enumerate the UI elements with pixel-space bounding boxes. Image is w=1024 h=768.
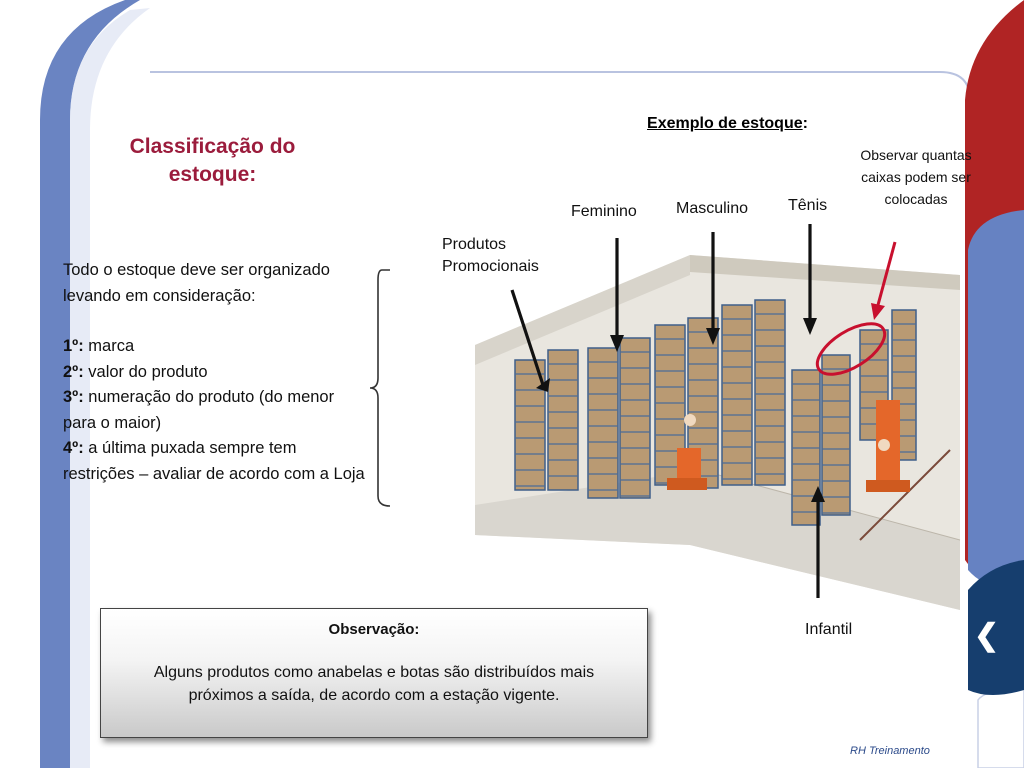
label-tenis: Tênis (788, 197, 828, 214)
criteria-item-2: 2º: valor do produto (63, 360, 368, 386)
label-masculino: Masculino (676, 200, 749, 217)
criteria-text: marca (83, 337, 135, 355)
criteria-item-4: 4º: a última puxada sempre tem restriçõe… (63, 436, 368, 487)
observation-box: Observação: Alguns produtos como anabela… (100, 608, 648, 738)
label-feminino: Feminino (571, 203, 637, 220)
criteria-number: 3º: (63, 388, 84, 406)
criteria-text: numeração do produto (do menor para o ma… (63, 388, 335, 432)
observation-text: Alguns produtos como anabelas e botas sã… (153, 664, 595, 704)
criteria-number: 4º: (63, 439, 84, 457)
footer-brand: RH Treinamento (850, 745, 930, 757)
criteria-number: 1º: (63, 337, 84, 355)
criteria-text: a última puxada sempre tem restrições – … (63, 439, 365, 483)
example-title-text: Exemplo de estoque (647, 115, 803, 132)
slide-title: Classificação do estoque: (129, 135, 296, 186)
criteria-number: 2º: (63, 362, 84, 381)
label-observar: Observar quantas caixas podem ser coloca… (860, 147, 972, 207)
previous-slide-icon[interactable]: ❮ (974, 619, 1000, 652)
criteria-item-3: 3º: numeração do produto (do menor para … (63, 385, 368, 436)
label-produtos-promocionais: Produtos Promocionais (442, 236, 539, 275)
intro-text: Todo o estoque deve ser organizado levan… (63, 261, 330, 305)
warehouse-illustration (475, 255, 961, 610)
label-infantil: Infantil (805, 621, 853, 638)
example-title: Exemplo de estoque: (620, 115, 835, 133)
observation-heading: Observação: (328, 621, 420, 638)
classification-text: Todo o estoque deve ser organizado levan… (63, 258, 368, 487)
criteria-text: valor do produto (83, 362, 208, 381)
criteria-item-1: 1º: marca (63, 334, 368, 360)
example-title-colon: : (802, 115, 808, 132)
